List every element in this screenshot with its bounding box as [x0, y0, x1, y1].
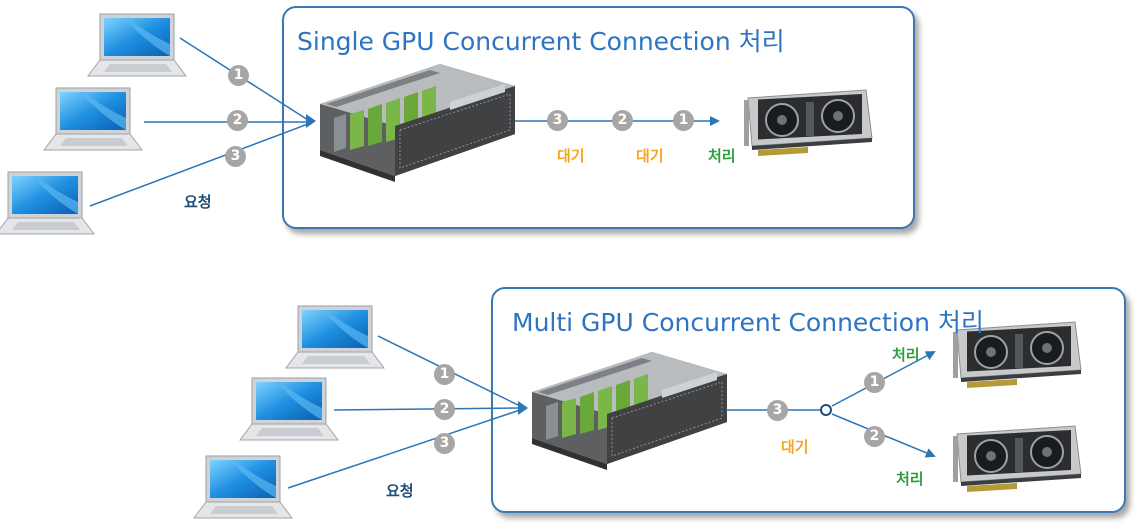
process-label: 처리 [896, 470, 924, 488]
client-badge-3: 3 [434, 433, 455, 454]
queue-badge-3: 3 [767, 400, 788, 421]
client-badge-1: 1 [434, 364, 455, 385]
request-arrow-head [306, 114, 316, 128]
server-icon [531, 351, 728, 471]
server-icon [319, 63, 516, 183]
queue-badge-3: 3 [547, 110, 568, 131]
client-badge-3: 3 [225, 146, 246, 167]
process-label: 처리 [708, 147, 736, 165]
laptop-icon [239, 377, 339, 441]
wait-label: 대기 [557, 147, 585, 165]
wait-label: 대기 [781, 438, 809, 456]
client-badge-1: 1 [228, 65, 249, 86]
branch-badge-1: 1 [864, 372, 885, 393]
request-line-3 [89, 123, 309, 207]
laptop-icon [0, 171, 95, 235]
laptop-icon [285, 305, 385, 369]
branch-badge-2: 2 [864, 426, 885, 447]
gpu-card-icon [743, 89, 873, 157]
dispatcher-node [820, 404, 832, 416]
queue-badge-1: 1 [673, 110, 694, 131]
gpu-card-icon [952, 425, 1082, 493]
laptop-icon [87, 13, 187, 77]
wait-label: 대기 [636, 147, 664, 165]
request-label: 요청 [386, 482, 414, 500]
single-gpu-title: Single GPU Concurrent Connection 처리 [297, 27, 785, 56]
request-line-3 [287, 409, 521, 489]
laptop-icon [193, 455, 293, 519]
laptop-icon [43, 87, 143, 151]
client-badge-2: 2 [434, 399, 455, 420]
queue-badge-2: 2 [612, 110, 633, 131]
multi-gpu-title: Multi GPU Concurrent Connection 처리 [512, 308, 984, 337]
client-badge-2: 2 [227, 110, 248, 131]
request-label: 요청 [184, 193, 212, 211]
request-arrow-head [518, 401, 528, 415]
request-line-2 [333, 407, 521, 411]
process-label: 처리 [892, 346, 920, 364]
